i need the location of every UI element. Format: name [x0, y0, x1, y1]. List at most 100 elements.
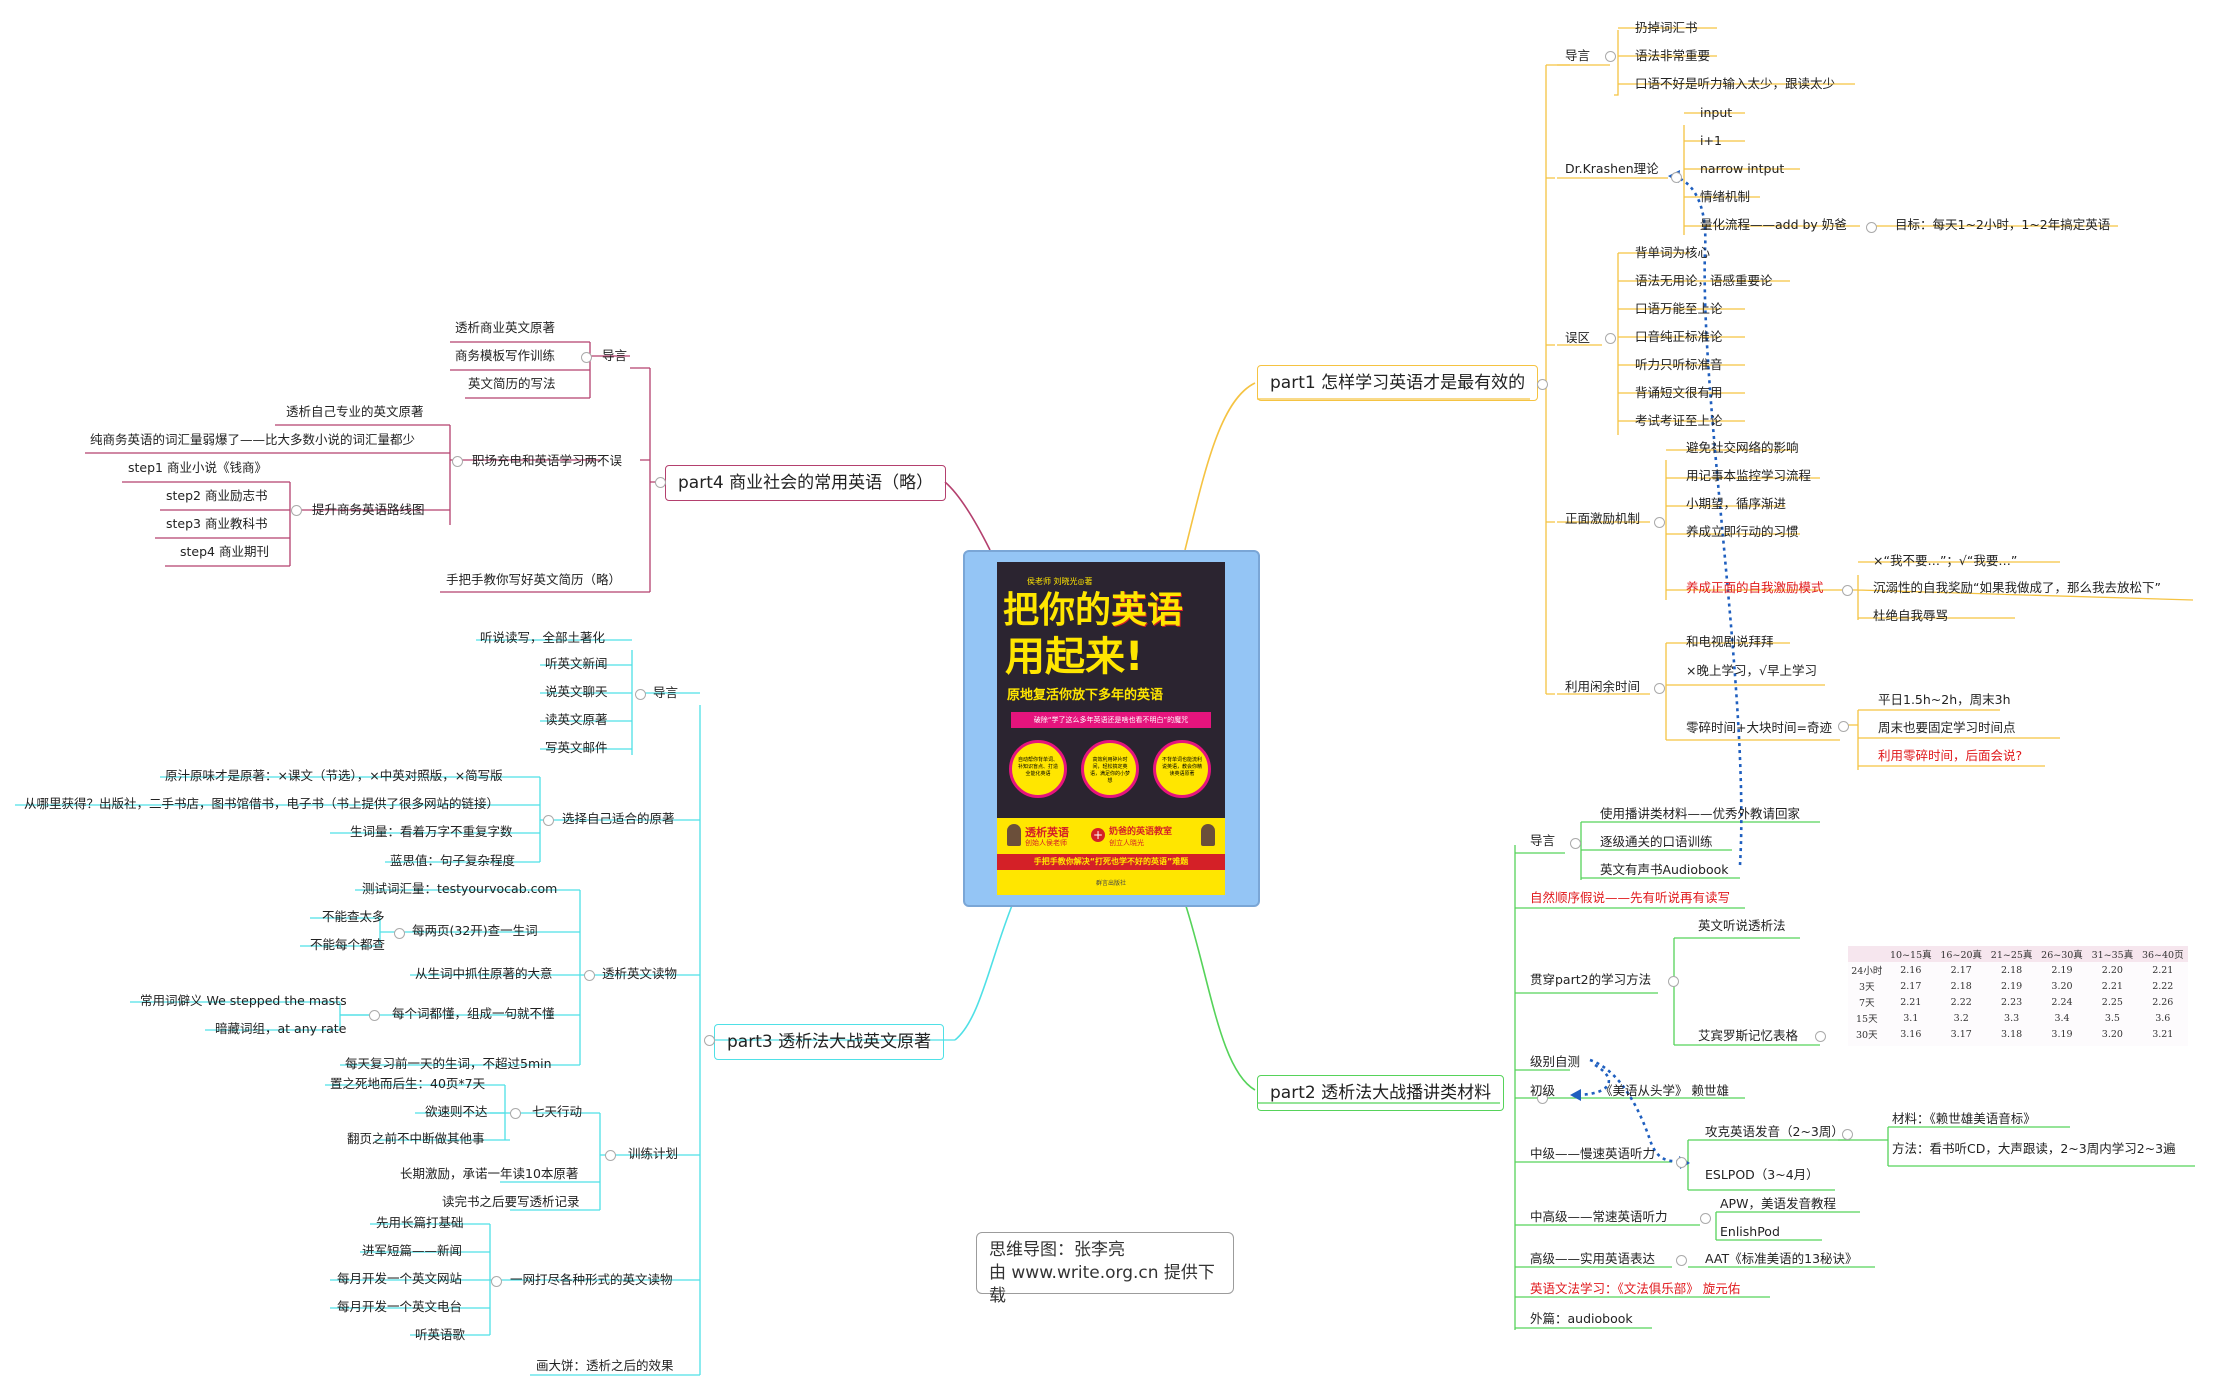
p1-motivation[interactable]: 正面激励机制: [1565, 511, 1641, 526]
p3-net-item[interactable]: 每月开发一个英文网站: [337, 1271, 463, 1286]
p1-mistake-item[interactable]: 语法无用论，语感重要论: [1635, 273, 1773, 288]
p1-mistake-item[interactable]: 背诵短文很有用: [1635, 385, 1723, 400]
p1-mistakes[interactable]: 误区: [1565, 330, 1591, 345]
p1-mistake-item[interactable]: 口音纯正标准论: [1635, 329, 1723, 344]
p2-beginner-item[interactable]: 《美语从头学》 赖世雄: [1600, 1083, 1729, 1098]
p2-grammar[interactable]: 英语文法学习：《文法俱乐部》 旋元佑: [1530, 1281, 1741, 1296]
collapse-toggle-icon[interactable]: [510, 1108, 521, 1119]
p1-mistake-item[interactable]: 考试考证至上论: [1635, 413, 1723, 428]
p3-net-item[interactable]: 先用长篇打基础: [376, 1215, 464, 1230]
p1-spare-item[interactable]: 零碎时间+大块时间=奇迹: [1686, 720, 1832, 735]
collapse-toggle-icon[interactable]: [1676, 1157, 1687, 1168]
p3-analyze-item[interactable]: 测试词汇量：testyourvocab.com: [362, 881, 558, 896]
p4-career[interactable]: 职场充电和英语学习两不误: [472, 453, 623, 468]
p1-spare-item[interactable]: 和电视剧说拜拜: [1686, 634, 1774, 649]
collapse-toggle-icon[interactable]: [1838, 721, 1849, 732]
collapse-toggle-icon[interactable]: [452, 456, 463, 467]
p1-krashen-item[interactable]: i+1: [1700, 133, 1722, 148]
p3-choose-item[interactable]: 蓝思值：句子复杂程度: [390, 853, 516, 868]
p4-roadmap[interactable]: 提升商务英语路线图: [312, 502, 425, 517]
p3-phrase-item[interactable]: 常用词僻义 We stepped the masts: [140, 993, 347, 1008]
p1-krashen-item[interactable]: narrow intput: [1700, 161, 1785, 176]
collapse-toggle-icon[interactable]: [1654, 683, 1665, 694]
p1-fragment-item-highlight[interactable]: 利用零碎时间，后面会说?: [1878, 748, 2023, 763]
p3-seven-item[interactable]: 翻页之前不中断做其他事: [347, 1131, 485, 1146]
author-note-box[interactable]: 思维导图：张李亮 由 www.write.org.cn 提供下载: [976, 1232, 1234, 1306]
collapse-toggle-icon[interactable]: [1815, 1031, 1826, 1042]
p3-net-item[interactable]: 听英语歌: [415, 1327, 466, 1342]
p3-seven[interactable]: 七天行动: [532, 1104, 583, 1119]
p3-intro-item[interactable]: 读英文原著: [545, 712, 608, 727]
collapse-toggle-icon[interactable]: [1654, 517, 1665, 528]
p3-analyze-item[interactable]: 每两页(32开)查一生词: [412, 923, 538, 938]
p3-choose-item[interactable]: 从哪里获得？出版社，二手书店，图书馆借书，电子书（书上提供了很多网站的链接）: [24, 796, 500, 811]
p1-intro-item[interactable]: 扔掉词汇书: [1635, 20, 1698, 35]
collapse-toggle-icon[interactable]: [1537, 379, 1548, 390]
collapse-toggle-icon[interactable]: [543, 815, 554, 826]
p2-intermediate-item[interactable]: 攻克英语发音（2~3周）: [1705, 1124, 1844, 1139]
p1-intro-item[interactable]: 语法非常重要: [1635, 48, 1711, 63]
p3-net-item[interactable]: 进军短篇——新闻: [362, 1243, 463, 1258]
p2-pron-item[interactable]: 材料：《赖世雄美语音标》: [1892, 1111, 2036, 1126]
p1-motivation-item[interactable]: 用记事本监控学习流程: [1686, 468, 1812, 483]
p3-training-item[interactable]: 长期激励，承诺一年读10本原著: [400, 1166, 579, 1181]
collapse-toggle-icon[interactable]: [1842, 585, 1853, 596]
p1-intro[interactable]: 导言: [1565, 48, 1591, 63]
p1-self-reward-item[interactable]: 杜绝自我辱骂: [1873, 608, 1949, 623]
branch-part4[interactable]: part4 商业社会的常用英语（略）: [665, 465, 947, 501]
p4-career-item[interactable]: 纯商务英语的词汇量弱爆了——比大多数小说的词汇量都少: [90, 432, 416, 447]
p1-motivation-item[interactable]: 小期望，循序渐进: [1686, 496, 1787, 511]
central-topic-book[interactable]: 侯老师 刘晓光◎著 把你的英语 用起来! 原地复活你放下多年的英语 破除“学了这…: [963, 550, 1260, 907]
p2-upper-item[interactable]: EnlishPod: [1720, 1224, 1780, 1239]
p4-intro[interactable]: 导言: [602, 348, 628, 363]
p1-self-reward-item[interactable]: ×“我不要…”；√“我要…”: [1873, 553, 2018, 568]
p3-training-item[interactable]: 读完书之后要写透析记录: [442, 1194, 580, 1209]
p2-upper-item[interactable]: APW，美语发音教程: [1720, 1196, 1836, 1211]
p2-pron-item[interactable]: 方法：看书听CD，大声跟读，2~3周内学习2~3遍: [1892, 1141, 2176, 1156]
p2-level-test[interactable]: 级别自测: [1530, 1054, 1581, 1069]
collapse-toggle-icon[interactable]: [1668, 976, 1679, 987]
p3-net[interactable]: 一网打尽各种形式的英文读物: [510, 1272, 673, 1287]
p2-upper[interactable]: 中高级——常速英语听力: [1530, 1209, 1668, 1224]
p4-intro-item[interactable]: 透析商业英文原著: [455, 320, 556, 335]
p3-analyze-item[interactable]: 每个词都懂，组成一句就不懂: [392, 1006, 555, 1021]
p2-extra[interactable]: 外篇：audiobook: [1530, 1311, 1633, 1326]
p4-intro-item[interactable]: 商务模板写作训练: [455, 348, 556, 363]
p1-fragment-item[interactable]: 周末也要固定学习时间点: [1878, 720, 2016, 735]
p4-roadmap-item[interactable]: step2 商业励志书: [166, 488, 268, 503]
p1-goal[interactable]: 目标：每天1~2小时，1~2年搞定英语: [1895, 217, 2111, 232]
p1-krashen-item[interactable]: 量化流程——add by 奶爸: [1700, 217, 1847, 232]
p2-advanced[interactable]: 高级——实用英语表达: [1530, 1251, 1656, 1266]
collapse-toggle-icon[interactable]: [584, 970, 595, 981]
p4-intro-item[interactable]: 英文简历的写法: [468, 376, 556, 391]
p3-intro-item[interactable]: 听英文新闻: [545, 656, 608, 671]
collapse-toggle-icon[interactable]: [605, 1150, 616, 1161]
p3-intro-item[interactable]: 写英文邮件: [545, 740, 608, 755]
p4-roadmap-item[interactable]: step3 商业教科书: [166, 516, 268, 531]
p2-beginner[interactable]: 初级: [1530, 1083, 1556, 1098]
collapse-toggle-icon[interactable]: [704, 1035, 715, 1046]
p4-resume[interactable]: 手把手教你写好英文简历（略）: [446, 572, 622, 587]
p1-mistake-item[interactable]: 听力只听标准音: [1635, 357, 1723, 372]
p2-intro-item[interactable]: 英文有声书Audiobook: [1600, 862, 1729, 877]
p2-method-item[interactable]: 英文听说透析法: [1698, 918, 1786, 933]
p2-intro[interactable]: 导言: [1530, 833, 1556, 848]
p3-training[interactable]: 训练计划: [628, 1146, 679, 1161]
collapse-toggle-icon[interactable]: [1570, 838, 1581, 849]
p2-method[interactable]: 贯穿part2的学习方法: [1530, 972, 1652, 987]
collapse-toggle-icon[interactable]: [394, 928, 405, 939]
p1-motivation-item[interactable]: 避免社交网络的影响: [1686, 440, 1799, 455]
collapse-toggle-icon[interactable]: [1866, 222, 1877, 233]
branch-part3[interactable]: part3 透析法大战英文原著: [714, 1024, 945, 1060]
p1-motivation-item-highlight[interactable]: 养成正面的自我激励模式: [1686, 580, 1824, 595]
p2-intro-item[interactable]: 使用播讲类材料——优秀外教请回家: [1600, 806, 1801, 821]
p1-intro-item[interactable]: 口语不好是听力输入太少，跟读太少: [1635, 76, 1836, 91]
p3-analyze[interactable]: 透析英文读物: [602, 966, 678, 981]
p3-choose-item[interactable]: 生词量：看着万字不重复字数: [350, 824, 513, 839]
collapse-toggle-icon[interactable]: [581, 352, 592, 363]
collapse-toggle-icon[interactable]: [1605, 51, 1616, 62]
p1-krashen-item[interactable]: input: [1700, 105, 1733, 120]
p3-twopage-item[interactable]: 不能查太多: [322, 909, 385, 924]
branch-part2[interactable]: part2 透析法大战播讲类材料: [1257, 1075, 1505, 1111]
collapse-toggle-icon[interactable]: [491, 1276, 502, 1287]
